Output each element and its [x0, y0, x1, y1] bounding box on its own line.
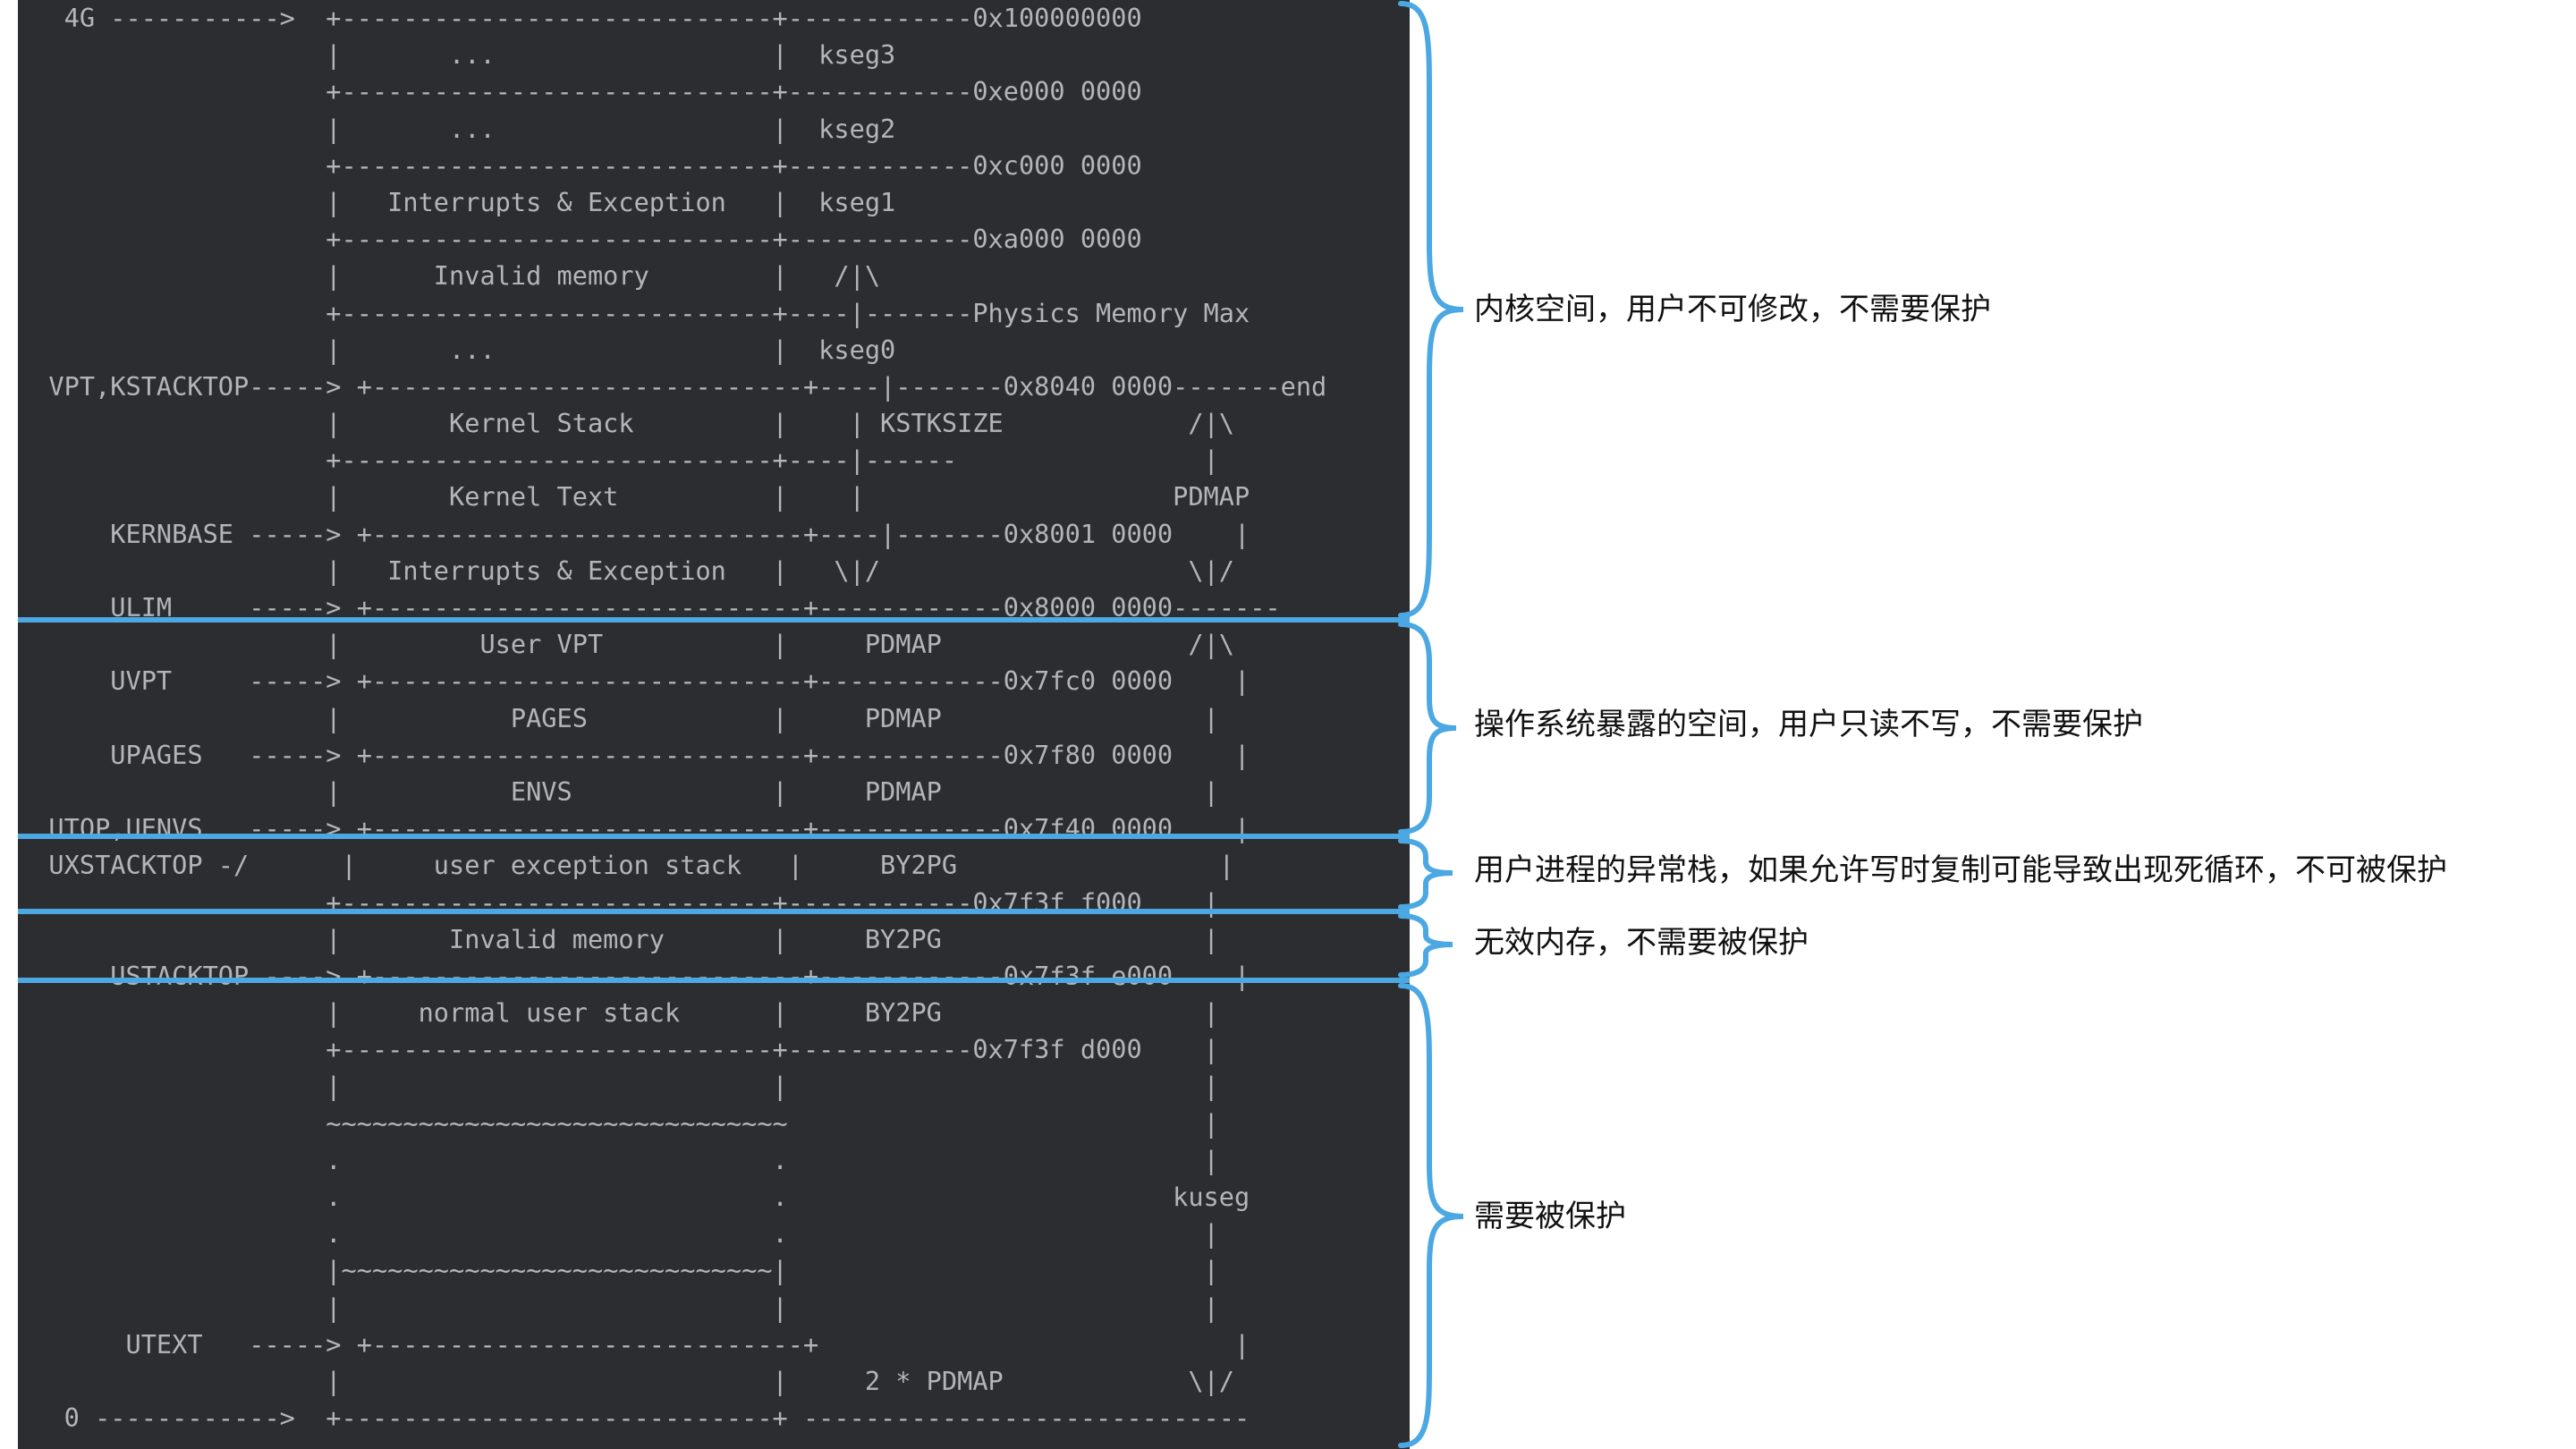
memory-map-line: . . kuseg — [18, 1182, 1250, 1212]
annotation-protected-space: 需要被保护 — [1474, 1199, 1626, 1234]
memory-map-line: +----------------------------+----------… — [18, 224, 1142, 255]
memory-map-line: | User VPT | PDMAP /|\ — [18, 629, 1234, 660]
memory-map-line: | | | — [18, 1292, 1219, 1323]
memory-map-line: UVPT -----> +---------------------------… — [18, 665, 1250, 697]
memory-map-line: +----------------------------+----------… — [18, 886, 1219, 918]
memory-map-line: 0 ------------> +-----------------------… — [18, 1402, 1250, 1434]
annotation-invalid-memory: 无效内存，不需要被保护 — [1474, 925, 1809, 961]
annotation-kernel-space: 内核空间，用户不可修改，不需要保护 — [1474, 292, 1991, 327]
memory-map-line: | Invalid memory | BY2PG | — [18, 923, 1219, 954]
memory-map-line: KERNBASE -----> +-----------------------… — [18, 518, 1250, 549]
memory-map-line: UXSTACKTOP -/ | user exception stack | B… — [18, 850, 1234, 881]
memory-map-line: +----------------------------+----------… — [18, 76, 1142, 107]
memory-map-line: | Interrupts & Exception | kseg1 — [18, 186, 896, 217]
memory-map-line: | | | — [18, 1071, 1219, 1102]
memory-map-line: | ... | kseg3 — [18, 39, 896, 71]
memory-map-line: UPAGES -----> +-------------------------… — [18, 739, 1250, 770]
memory-map-line: |~~~~~~~~~~~~~~~~~~~~~~~~~~~~| | — [18, 1255, 1219, 1286]
memory-map-line: VPT,KSTACKTOP-----> +-------------------… — [18, 370, 1327, 402]
memory-map-line: USTACKTOP ----> +-----------------------… — [18, 960, 1250, 991]
memory-map-line: | normal user stack | BY2PG | — [18, 997, 1219, 1029]
memory-map-line: 4G -----------> +-----------------------… — [18, 3, 1142, 33]
memory-map-line: | Interrupts & Exception | \|/ \|/ — [18, 555, 1234, 586]
terminal-memory-map: 4G -----------> +-----------------------… — [18, 0, 1410, 1449]
memory-map-line: | Kernel Stack | | KSTKSIZE /|\ — [18, 408, 1234, 439]
memory-map-line: | ... | kseg2 — [18, 113, 896, 144]
memory-map-line: UTEXT -----> +--------------------------… — [18, 1328, 1250, 1360]
memory-map-line: | | 2 * PDMAP \|/ — [18, 1365, 1234, 1396]
annotation-exception-stack: 用户进程的异常栈，如果允许写时复制可能导致出现死循环，不可被保护 — [1474, 852, 2447, 888]
memory-map-line: UTOP,UENVS -----> +---------------------… — [18, 813, 1250, 844]
memory-map-line: | ENVS | PDMAP | — [18, 775, 1219, 807]
memory-map-line: +----------------------------+----|-----… — [18, 297, 1250, 328]
memory-map-line: . . | — [18, 1218, 1219, 1250]
memory-map-line: | PAGES | PDMAP | — [18, 702, 1219, 733]
memory-map-line: +----------------------------+----------… — [18, 1034, 1219, 1065]
memory-map-line: +----------------------------+----------… — [18, 149, 1142, 181]
memory-map-line: ~~~~~~~~~~~~~~~~~~~~~~~~~~~~~~ | — [18, 1107, 1219, 1139]
curly-brace-protected-space — [1398, 983, 1464, 1448]
memory-map-line: . . | — [18, 1144, 1219, 1175]
memory-map-line: ULIM -----> +---------------------------… — [18, 592, 1281, 623]
curly-brace-kernel-space — [1398, 1, 1464, 618]
annotation-exposed-space: 操作系统暴露的空间，用户只读不写，不需要保护 — [1474, 707, 2143, 742]
memory-map-line: | ... | kseg0 — [18, 334, 896, 365]
memory-map-line: | Invalid memory | /|\ — [18, 260, 881, 292]
memory-map-line: +----------------------------+----|-----… — [18, 445, 1219, 476]
memory-map-line: | Kernel Text | | PDMAP — [18, 481, 1250, 513]
memory-map-text: 4G -----------> +-----------------------… — [18, 0, 1326, 1436]
